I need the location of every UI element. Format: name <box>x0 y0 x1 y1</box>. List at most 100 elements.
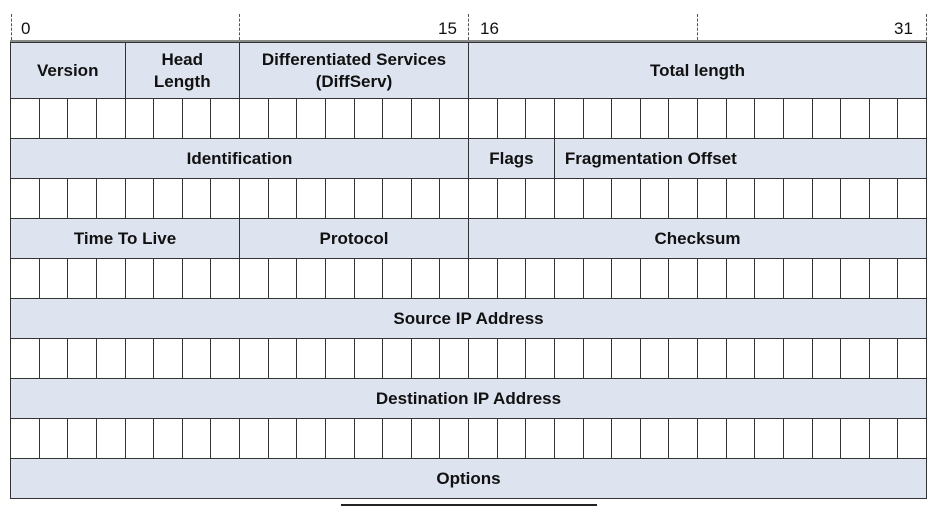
bit-cell <box>267 258 297 298</box>
bit-cell <box>95 338 125 378</box>
bit-cell <box>67 178 96 218</box>
bit-cell <box>210 258 239 298</box>
field-total-length: Total length <box>468 42 926 98</box>
bit-cell <box>868 98 898 138</box>
bit-cell <box>353 338 383 378</box>
bit-cell <box>754 98 783 138</box>
bit-cell <box>439 98 468 138</box>
bit-cell <box>410 178 440 218</box>
bit-cell <box>382 338 411 378</box>
bit-cell <box>611 258 640 298</box>
bit-cell <box>382 258 411 298</box>
field-version: Version <box>10 42 125 98</box>
field-protocol: Protocol <box>239 218 468 258</box>
bit-cell <box>267 338 297 378</box>
bit-cell <box>496 98 526 138</box>
bit-cell <box>897 418 926 458</box>
bit-cell <box>553 178 583 218</box>
ruler-label-16: 16 <box>480 19 499 38</box>
bit-cell <box>782 98 812 138</box>
bit-cell <box>697 98 726 138</box>
bit-cell <box>267 178 297 218</box>
bit-cell <box>324 98 354 138</box>
bit-cell <box>153 258 182 298</box>
bit-cell <box>124 418 154 458</box>
bit-cell <box>67 98 96 138</box>
field-options: Options <box>10 458 926 498</box>
bit-cell <box>181 418 211 458</box>
bit-cell <box>868 418 898 458</box>
bit-cell <box>754 178 783 218</box>
bit-cell <box>353 258 383 298</box>
bit-cell <box>725 98 755 138</box>
bit-cell <box>639 338 669 378</box>
bit-cell <box>124 178 154 218</box>
bit-cell <box>468 98 497 138</box>
bit-cell <box>181 338 211 378</box>
bit-cell <box>668 98 697 138</box>
bit-cell <box>697 178 726 218</box>
bit-cell <box>811 418 841 458</box>
bit-cell <box>840 178 869 218</box>
bit-cell <box>582 98 612 138</box>
bit-cell <box>410 258 440 298</box>
bit-cell <box>38 418 68 458</box>
bit-cell <box>10 178 39 218</box>
bit-cell <box>611 418 640 458</box>
bit-cell <box>267 98 297 138</box>
bit-cell <box>468 258 497 298</box>
bit-cell <box>267 418 297 458</box>
bit-cell <box>468 178 497 218</box>
ruler-label-15: 15 <box>438 19 457 38</box>
bit-cell <box>525 178 554 218</box>
bit-cell <box>181 98 211 138</box>
bit-cell <box>439 338 468 378</box>
bit-cell <box>296 338 325 378</box>
bit-cell <box>496 338 526 378</box>
bit-cell <box>582 338 612 378</box>
bit-cell <box>181 178 211 218</box>
bit-cell <box>468 418 497 458</box>
bit-cell <box>840 98 869 138</box>
bit-cell <box>668 178 697 218</box>
bit-cell <box>38 338 68 378</box>
bit-cell <box>782 418 812 458</box>
bit-cell <box>210 98 239 138</box>
bit-cell <box>67 258 96 298</box>
field-head-length: Head Length <box>124 42 239 98</box>
bit-cell <box>210 178 239 218</box>
bit-cell <box>868 178 898 218</box>
ruler-tick <box>697 14 698 40</box>
bit-cell <box>840 418 869 458</box>
bit-cell <box>439 178 468 218</box>
bit-cell <box>296 258 325 298</box>
bit-cell <box>410 98 440 138</box>
bit-cell <box>754 258 783 298</box>
bit-cell <box>10 418 39 458</box>
bit-cell <box>582 418 612 458</box>
bit-cell <box>239 338 268 378</box>
bit-cell <box>10 98 39 138</box>
bit-cell <box>153 418 182 458</box>
bit-cell <box>725 338 755 378</box>
bit-cell <box>754 418 783 458</box>
bit-cell <box>38 98 68 138</box>
bit-cell <box>639 178 669 218</box>
bit-cell <box>697 258 726 298</box>
bit-cell <box>553 258 583 298</box>
bit-cell <box>67 418 96 458</box>
field-fragmentation-offset: Fragmentation Offset <box>553 138 926 178</box>
bit-cell <box>840 258 869 298</box>
bit-cell <box>639 98 669 138</box>
bit-cell <box>382 98 411 138</box>
bit-cell <box>668 338 697 378</box>
bit-cell <box>897 178 926 218</box>
bit-cell <box>124 338 154 378</box>
bit-cell <box>582 258 612 298</box>
ruler-tick <box>11 14 12 40</box>
bit-cell <box>868 338 898 378</box>
bit-cell <box>525 98 554 138</box>
bit-cell <box>210 418 239 458</box>
bit-cell <box>697 418 726 458</box>
